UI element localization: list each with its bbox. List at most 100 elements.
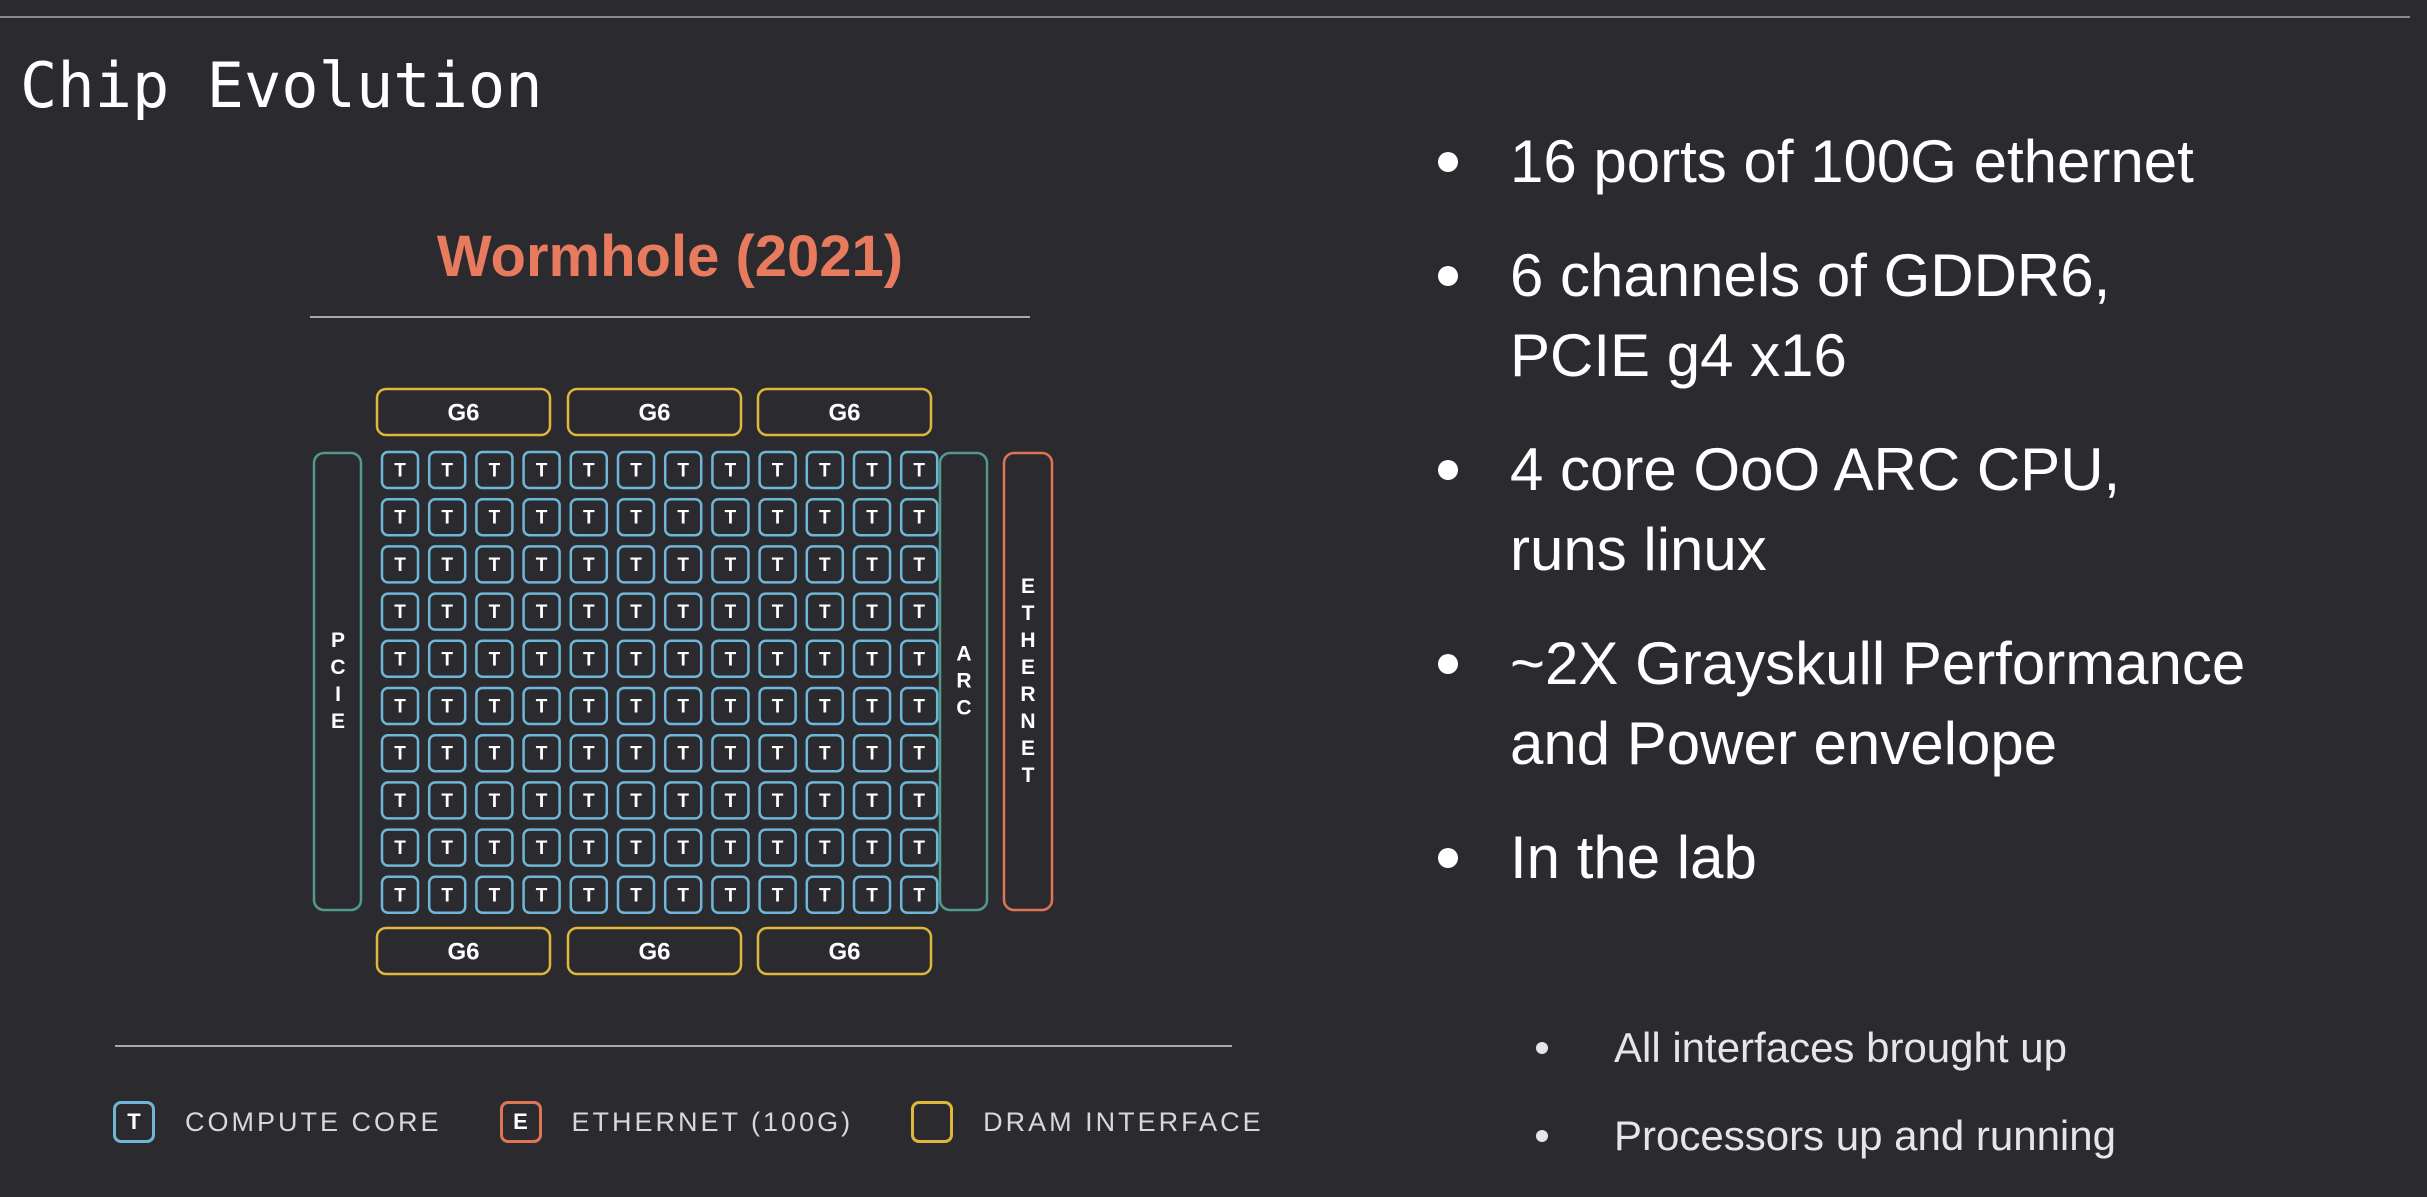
arc-label-char: R [956, 670, 971, 693]
compute-core-tile [663, 828, 703, 867]
compute-core-tile [522, 875, 561, 915]
compute-core-tile [522, 639, 561, 679]
pcie-block [312, 451, 363, 912]
compute-core-label: T [725, 885, 737, 906]
diagram-title-rule [310, 316, 1030, 318]
compute-core-label: T [394, 649, 406, 670]
compute-core-label: T [866, 602, 878, 623]
compute-core-label: T [536, 744, 548, 765]
subbullet-text: Processors up and running [1614, 1112, 2116, 1159]
compute-core-label: T [819, 838, 831, 859]
compute-core-label: T [772, 885, 784, 906]
compute-core-label: T [725, 555, 737, 576]
compute-core-tile [711, 781, 750, 820]
compute-core-tile [569, 450, 609, 490]
compute-core-label: T [725, 461, 737, 482]
compute-core-tile [711, 639, 750, 679]
compute-core-tile [569, 875, 609, 915]
compute-core-tile [569, 781, 609, 820]
compute-core-tile [663, 686, 703, 726]
compute-core-label: T [772, 744, 784, 765]
compute-core-tile [475, 733, 514, 773]
compute-core-tile [427, 686, 467, 726]
compute-core-label: T [630, 885, 642, 906]
compute-core-tile [616, 686, 656, 726]
compute-core-tile [852, 450, 892, 490]
bullet-item: 4 core OoO ARC CPU, runs linux [1430, 430, 2190, 590]
ethernet-label-char: E [1021, 656, 1035, 679]
compute-core-label: T [583, 697, 595, 718]
compute-core-tile [475, 875, 514, 915]
compute-core-tile [711, 450, 750, 490]
dram-block-label: G6 [828, 400, 860, 427]
compute-core-label: T [489, 838, 501, 859]
compute-core-tile [616, 639, 656, 679]
compute-core-tile [427, 639, 467, 679]
compute-core-label: T [772, 649, 784, 670]
arc-label-char: A [956, 643, 971, 666]
compute-core-label: T [772, 602, 784, 623]
compute-core-tile [852, 686, 892, 726]
compute-core-tile [852, 875, 892, 915]
pcie-label-char: C [330, 656, 345, 679]
compute-core-tile [616, 450, 656, 490]
bullet-text: In the lab [1510, 824, 1757, 891]
compute-core-tile [899, 450, 939, 490]
compute-core-tile [663, 639, 703, 679]
compute-core-label: T [394, 461, 406, 482]
compute-core-tile [663, 592, 703, 631]
compute-core-tile [663, 875, 703, 915]
compute-core-label: T [489, 697, 501, 718]
legend-item-compute-core: T COMPUTE CORE [113, 1101, 442, 1143]
compute-core-tile [569, 592, 609, 631]
diagram-title: Wormhole (2021) [436, 224, 904, 289]
ethernet-label-char: N [1020, 710, 1035, 733]
compute-core-tile [616, 733, 656, 773]
compute-core-label: T [913, 461, 925, 482]
compute-core-tile [805, 450, 845, 490]
compute-core-tile [475, 450, 514, 490]
compute-core-label: T [913, 508, 925, 529]
dram-block-label: G6 [638, 400, 670, 427]
compute-core-tile [758, 686, 797, 726]
compute-core-label: T [441, 697, 453, 718]
compute-core-label: T [866, 508, 878, 529]
compute-core-label: T [913, 838, 925, 859]
compute-core-label: T [441, 555, 453, 576]
compute-core-label: T [583, 885, 595, 906]
legend-label-compute-core: COMPUTE CORE [185, 1106, 442, 1137]
compute-core-label: T [441, 602, 453, 623]
subbullet-dot-icon [1536, 1042, 1548, 1054]
compute-core-label: T [819, 555, 831, 576]
dram-block-label: G6 [828, 939, 860, 966]
bullet-dot-icon [1438, 848, 1458, 868]
compute-core-tile [711, 592, 750, 631]
arc-block [938, 451, 989, 912]
compute-core-label: T [630, 744, 642, 765]
compute-core-label: T [819, 744, 831, 765]
compute-core-label: T [441, 885, 453, 906]
compute-core-tile [475, 686, 514, 726]
compute-core-tile [899, 781, 939, 820]
subbullet-list: All interfaces brought up Processors up … [1530, 1022, 2410, 1197]
compute-core-tile [380, 450, 420, 490]
compute-core-label: T [913, 697, 925, 718]
compute-core-tile [899, 639, 939, 679]
compute-core-label: T [913, 791, 925, 812]
compute-core-tile [852, 545, 892, 584]
subbullet-dot-icon [1536, 1130, 1548, 1142]
compute-core-label: T [394, 508, 406, 529]
compute-core-label: T [772, 697, 784, 718]
compute-core-label: T [772, 791, 784, 812]
bullet-text: 4 core OoO ARC CPU, runs linux [1510, 436, 2121, 583]
compute-core-tile [569, 545, 609, 584]
compute-core-label: T [394, 602, 406, 623]
compute-core-label: T [677, 508, 689, 529]
bullet-text: 6 channels of GDDR6, PCIE g4 x16 [1510, 242, 2111, 389]
compute-core-tile [475, 828, 514, 867]
bullet-text: ~2X Grayskull Performance and Power enve… [1510, 630, 2246, 777]
compute-core-tile [758, 497, 797, 537]
compute-core-tile [475, 592, 514, 631]
bullet-dot-icon [1438, 654, 1458, 674]
legend-swatch-ethernet: E [499, 1101, 542, 1143]
